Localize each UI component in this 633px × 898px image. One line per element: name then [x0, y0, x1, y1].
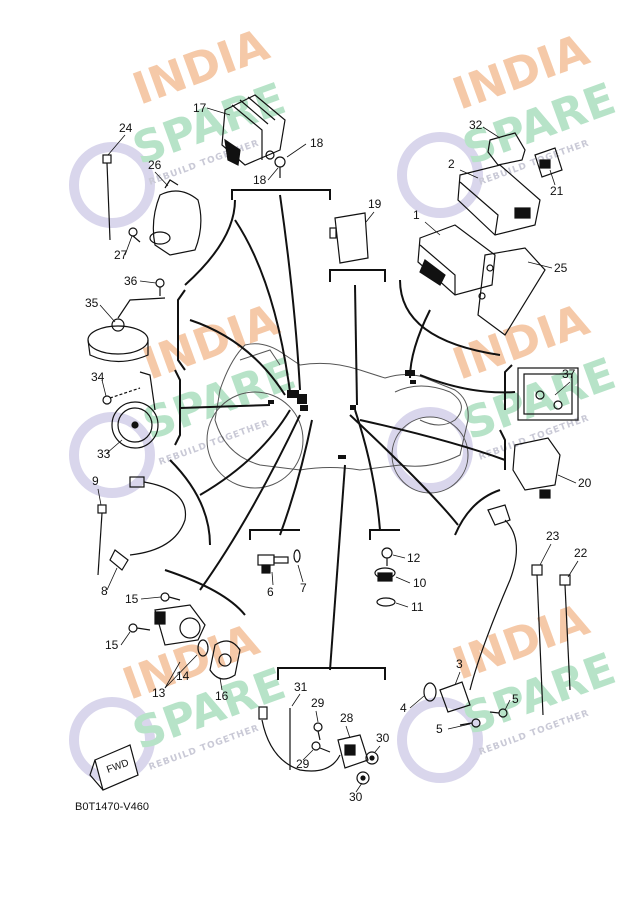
leader-lines — [179, 194, 516, 671]
callout-numbers: 1 2 3 4 5 5 6 7 8 9 10 11 12 13 14 15 15… — [85, 101, 592, 804]
part-22-band — [559, 574, 571, 691]
callout-ticks — [97, 107, 579, 793]
callout-29b: 29 — [296, 757, 310, 771]
part-28-relay — [337, 734, 369, 769]
watermark-top-right: INDIA SPARE REBUILD TOGETHER — [397, 24, 622, 218]
callout-8: 8 — [101, 584, 108, 598]
part-1-ecm — [417, 224, 496, 296]
callout-28: 28 — [340, 711, 354, 725]
callout-18: 18 — [310, 136, 324, 150]
callout-5: 5 — [512, 692, 519, 706]
callout-29: 29 — [311, 696, 325, 710]
callout-16: 16 — [215, 689, 229, 703]
callout-35: 35 — [85, 296, 99, 310]
diagram-code: B0T1470-V460 — [75, 801, 149, 813]
callout-31: 31 — [294, 680, 308, 694]
part-8-sensor — [109, 476, 187, 571]
part-18-bolts — [265, 150, 286, 178]
bracket-lines — [164, 189, 513, 680]
callout-34: 34 — [91, 370, 105, 384]
part-36-bolt — [155, 278, 165, 296]
part-31-lead — [258, 706, 341, 772]
part-21-connector — [534, 147, 563, 178]
part-32-relay — [487, 132, 526, 166]
watermark-mid-right: INDIA SPARE REBUILD TOGETHER — [387, 294, 622, 493]
part-5-bolts — [459, 708, 508, 728]
callout-1: 1 — [413, 208, 420, 222]
part-4-oring — [423, 682, 437, 702]
part-30-nuts — [356, 751, 379, 785]
callout-18b: 18 — [253, 173, 267, 187]
callout-14: 14 — [176, 669, 190, 683]
callout-21: 21 — [550, 184, 564, 198]
callout-33: 33 — [97, 447, 111, 461]
callout-24: 24 — [119, 121, 133, 135]
part-33-horn — [111, 371, 159, 449]
part-16-gasket — [209, 640, 241, 680]
callout-23: 23 — [546, 529, 560, 543]
callout-15b: 15 — [105, 638, 119, 652]
part-29-bolts — [311, 722, 331, 753]
part-6-switch — [257, 554, 289, 574]
callout-30b: 30 — [349, 790, 363, 804]
callout-10: 10 — [413, 576, 427, 590]
callout-37: 37 — [562, 367, 576, 381]
callout-19: 19 — [368, 197, 382, 211]
part-26-cover — [149, 179, 202, 256]
part-25-cover — [477, 247, 546, 336]
part-34-bolt — [102, 387, 141, 405]
callout-36: 36 — [124, 274, 138, 288]
part-35-horn — [87, 297, 166, 363]
callout-26: 26 — [148, 158, 162, 172]
callout-25: 25 — [554, 261, 568, 275]
callout-22: 22 — [574, 546, 588, 560]
callout-15: 15 — [125, 592, 139, 606]
callout-27: 27 — [114, 248, 128, 262]
part-27-screw — [128, 227, 141, 243]
part-9-band — [97, 504, 107, 576]
part-15-bolts — [128, 592, 181, 633]
callout-7: 7 — [300, 581, 307, 595]
fwd-arrow: FWD — [89, 744, 139, 791]
callout-30: 30 — [376, 731, 390, 745]
part-19-relay — [329, 212, 369, 264]
callout-13: 13 — [152, 686, 166, 700]
callout-2: 2 — [448, 157, 455, 171]
part-17-regulator — [221, 94, 286, 166]
callout-5b: 5 — [436, 722, 443, 736]
callout-32: 32 — [469, 118, 483, 132]
callout-20: 20 — [578, 476, 592, 490]
callout-17: 17 — [193, 101, 207, 115]
callout-6: 6 — [267, 585, 274, 599]
part-12-bolt — [381, 547, 393, 566]
callout-3: 3 — [456, 657, 463, 671]
part-11-oring — [376, 597, 396, 607]
callout-12: 12 — [407, 551, 421, 565]
part-13-assembly — [154, 604, 206, 646]
part-37-bracket — [517, 367, 579, 421]
watermark-bottom-right: INDIA SPARE REBUILD TOGETHER — [397, 594, 622, 783]
callout-11: 11 — [411, 600, 424, 614]
part-14-oring — [197, 639, 209, 657]
part-10-sensor — [374, 567, 396, 582]
part-23-band — [531, 564, 544, 716]
part-24-band — [102, 154, 112, 241]
part-3-sensor — [439, 504, 518, 713]
part-7-washer — [293, 549, 301, 563]
callout-4: 4 — [400, 701, 407, 715]
callout-9: 9 — [92, 474, 99, 488]
part-20-relay — [512, 437, 561, 499]
